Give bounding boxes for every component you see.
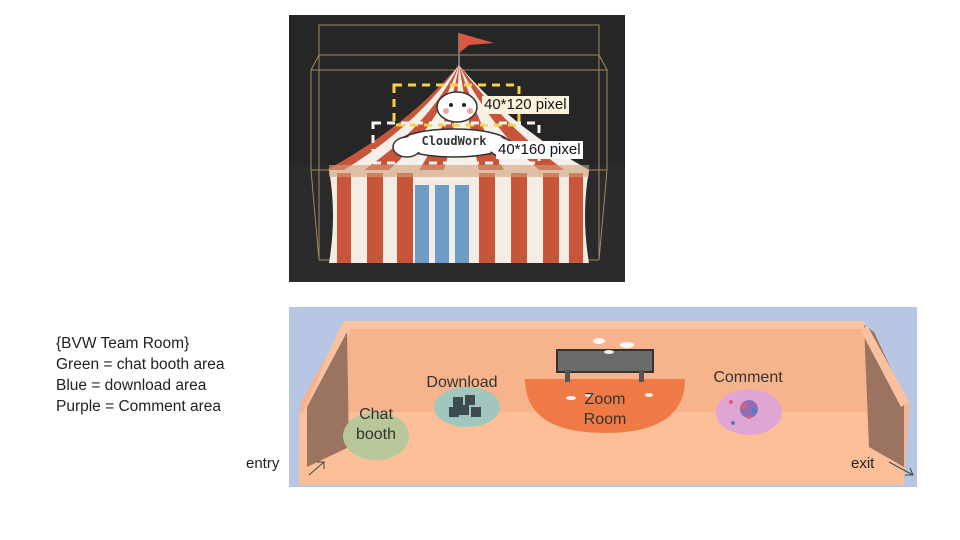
dimension-label-small: 40*120 pixel bbox=[482, 96, 569, 114]
room-layout-panel: Chat booth Download Zoom Room Comment bbox=[289, 307, 917, 487]
comment-cluster-icon bbox=[729, 400, 758, 425]
cloud-mascot-icon bbox=[436, 91, 478, 123]
zoom-screen bbox=[556, 349, 654, 373]
download-cluster-icon bbox=[449, 395, 481, 417]
entry-label: entry bbox=[246, 455, 280, 472]
cloudwork-logo-text: CloudWork bbox=[421, 134, 487, 148]
legend-green: Green = chat booth area bbox=[56, 356, 225, 373]
flag-icon bbox=[459, 33, 494, 53]
exit-arrow-icon bbox=[888, 461, 914, 476]
dimension-label-large: 40*160 pixel bbox=[496, 141, 583, 159]
cloudwork-sign bbox=[392, 128, 514, 158]
legend-purple: Purple = Comment area bbox=[56, 398, 221, 415]
zoom-room-area bbox=[525, 379, 685, 433]
legend: {BVW Team Room} Green = chat booth area … bbox=[56, 333, 224, 417]
download-label: Download bbox=[426, 374, 498, 391]
chat-booth-label: Chat booth bbox=[355, 406, 397, 443]
zoom-room-label: Zoom Room bbox=[583, 391, 627, 428]
legend-blue: Blue = download area bbox=[56, 377, 207, 394]
room-floor-plan bbox=[299, 321, 914, 485]
exit-label: exit bbox=[851, 455, 875, 472]
comment-label: Comment bbox=[713, 369, 783, 386]
legend-title: {BVW Team Room} bbox=[56, 335, 190, 352]
chat-booth-area bbox=[343, 412, 409, 460]
entry-arrow-icon bbox=[308, 461, 325, 476]
